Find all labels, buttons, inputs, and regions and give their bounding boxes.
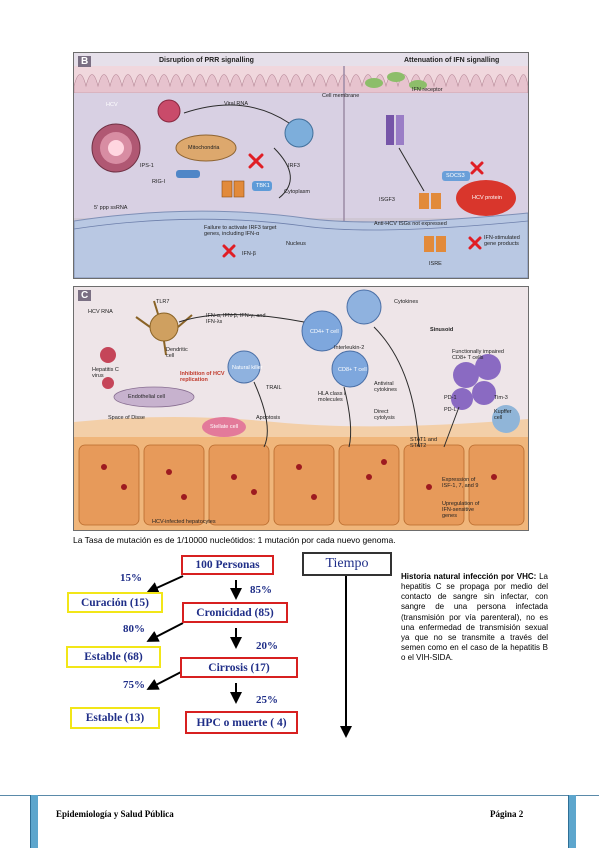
label-tim3: Tim-3: [494, 395, 508, 401]
natural-history-paragraph: Historia natural infección por VHC: La h…: [401, 572, 548, 663]
label-cd8: CD8+ T cell: [338, 367, 367, 373]
pct-curacion: 15%: [120, 572, 142, 584]
pct-estable-13: 75%: [123, 679, 145, 691]
footer-page-number: Página 2: [490, 809, 524, 819]
mutation-rate-caption: La Tasa de mutación es de 1/10000 nucleó…: [73, 535, 396, 545]
figure-c-artwork: [74, 287, 528, 530]
label-impaired-cd8: Functionally impaired CD8+ T cells: [452, 349, 504, 361]
label-cytokines: Cytokines: [394, 299, 419, 305]
label-inhibition: Inhibition of HCV replication: [180, 371, 225, 383]
label-direct-cytolysis: Direct cytolysis: [374, 409, 395, 421]
label-endothelial: Endothelial cell: [128, 394, 165, 400]
label-socs3: SOCS3: [446, 173, 465, 179]
label-ifn-list: IFN-α, IFN-β, IFN-γ, and IFN-λs: [206, 313, 266, 325]
box-cronicidad: Cronicidad (85): [182, 602, 288, 623]
label-hcv-rna: HCV RNA: [88, 309, 113, 315]
label-tbk1: TBK1: [256, 183, 270, 189]
figure-c-illustration: C HCV RNA TLR7 Dendritic cell IFN-α, IFN…: [73, 286, 529, 531]
label-kupffer: Kupffer cell: [494, 409, 512, 421]
pct-cronicidad: 85%: [250, 584, 272, 596]
label-isgf3: ISGF3: [379, 197, 395, 203]
start-box-100-personas: 100 Personas: [181, 555, 274, 575]
box-estable-13: Estable (13): [70, 707, 160, 729]
time-label-box: Tiempo: [302, 552, 392, 576]
label-upregulation: Upregulation of IFN-sensitive genes: [442, 501, 480, 519]
label-pdl: PD-L: [444, 407, 457, 413]
footer-left-bar: [30, 795, 38, 848]
footer-rule: [0, 795, 599, 796]
label-hcv-protein: HCV protein: [472, 195, 502, 201]
label-hepatitis-c-virus: Hepatitis C virus: [92, 367, 119, 379]
label-ips1: IPS-1: [140, 163, 154, 169]
label-ifn-receptor: IFN receptor: [412, 87, 443, 93]
pct-hpc-muerte: 25%: [256, 694, 278, 706]
label-cytoplasm: Cytoplasm: [284, 189, 310, 195]
label-expression-isf: Expression of ISF-1, 7, and 9: [442, 477, 479, 489]
label-rigi: RIG-I: [152, 179, 166, 185]
label-trail: TRAIL: [266, 385, 282, 391]
label-isre: ISRE: [429, 261, 442, 267]
box-hpc-muerte: HPC o muerte ( 4): [185, 711, 298, 734]
footer-course-title: Epidemiología y Salud Pública: [56, 809, 174, 819]
panel-letter-c: C: [78, 290, 92, 301]
label-irf3: IRF3: [288, 163, 300, 169]
label-nucleus: Nucleus: [286, 241, 306, 247]
figure-b-title-left: Disruption of PRR signalling: [159, 57, 254, 64]
label-viral-rna: Viral RNA: [224, 101, 249, 107]
history-heading: Historia natural infección por VHC:: [401, 572, 537, 581]
panel-letter-b: B: [78, 56, 92, 67]
label-ifn-stimulated: IFN-stimulated gene products: [484, 235, 520, 247]
label-natural-killer: Natural killer: [232, 365, 263, 371]
figure-b-illustration: B Disruption of PRR signalling Attenuati…: [73, 52, 529, 279]
label-hcv: HCV: [106, 102, 118, 108]
label-sinusoid: Sinusoid: [430, 327, 454, 333]
figure-b-artwork: [74, 53, 528, 278]
label-ssrna: 5' ppp ssRNA: [94, 205, 128, 211]
label-anti-hcv: Anti-HCV ISGs not expressed: [374, 221, 447, 227]
footer-right-bar: [568, 795, 576, 848]
pct-cirrosis: 20%: [256, 640, 278, 652]
history-body: La hepatitis C se propaga por medio del …: [401, 572, 548, 663]
label-antiviral: Antiviral cytokines: [374, 381, 397, 393]
label-mitochondria: Mitochondria: [188, 145, 220, 151]
pct-estable-68: 80%: [123, 623, 145, 635]
label-cd4: CD4+ T cell: [310, 329, 339, 335]
label-dendritic-cell: Dendritic cell: [166, 347, 188, 359]
label-infected-hepatocytes: HCV-infected hepatocytes: [152, 519, 216, 525]
box-cirrosis: Cirrosis (17): [180, 657, 298, 678]
label-stellate: Stellate cell: [210, 424, 239, 430]
label-tlr7: TLR7: [156, 299, 170, 305]
label-failure: Failure to activate IRF3 target genes, i…: [204, 225, 277, 237]
label-space-of-disse: Space of Disse: [108, 415, 145, 421]
label-hla: HLA class I molecules: [318, 391, 346, 403]
label-cell-membrane: Cell membrane: [322, 93, 360, 99]
label-stat1-stat2: STAT1 and STAT2: [410, 437, 438, 449]
box-curacion: Curación (15): [67, 592, 163, 613]
label-interleukin: Interleukin-2: [334, 345, 365, 351]
box-estable-68: Estable (68): [66, 646, 161, 668]
label-ifnb: IFN-β: [242, 251, 256, 257]
figure-b-title-right: Attenuation of IFN signalling: [404, 57, 500, 64]
label-pd1: PD-1: [444, 395, 457, 401]
label-apoptosis: Apoptosis: [256, 415, 281, 421]
